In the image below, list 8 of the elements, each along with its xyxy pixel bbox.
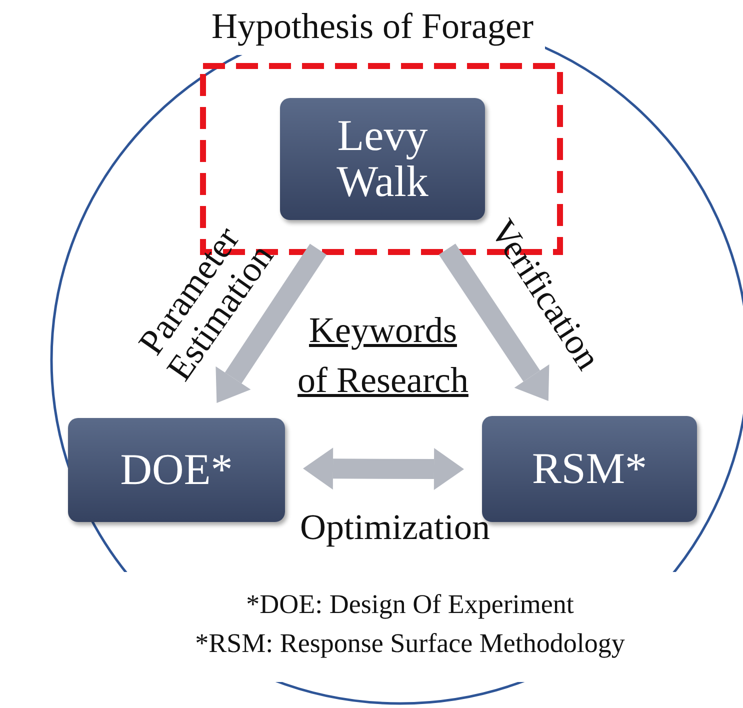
footnote: *DOE: Design Of Experiment xyxy=(245,589,575,620)
process-box: DOE* xyxy=(68,418,285,522)
process-box: RSM* xyxy=(482,416,697,522)
diagram-title: Hypothesis of Forager xyxy=(210,6,534,48)
center-label: Keywords of Research xyxy=(296,309,470,402)
process-box: Levy Walk xyxy=(280,98,485,220)
footnote: *RSM: Response Surface Methodology xyxy=(194,628,626,659)
arrow xyxy=(303,448,464,490)
